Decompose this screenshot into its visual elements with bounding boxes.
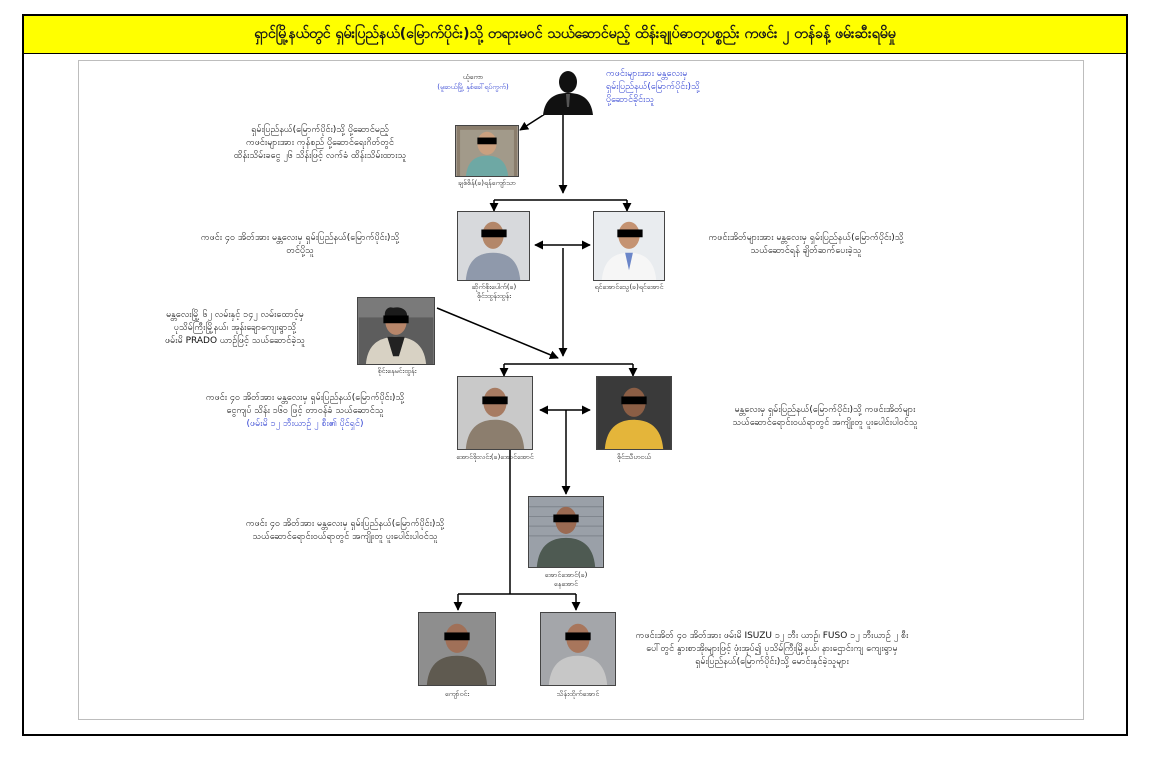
photo-p6 (596, 376, 672, 450)
leader-silhouette (537, 65, 599, 115)
photo-p5 (457, 376, 533, 450)
chart-area (78, 60, 1084, 720)
note-p4: မန္တလေးမြို့ ၆၂ လမ်းနှင့် ၁၄၂ လမ်းထောင့်… (165, 310, 305, 346)
photo-p9 (540, 612, 616, 686)
note-p5: ကဖင်း ၄၀ အိတ်အား မန္တလေးမှ ရှမ်းပြည်နယ်(… (205, 393, 405, 429)
caption-p1: ချစ်စိန်(ခ)ရန်ကျော်သာ (458, 179, 516, 187)
photo-p2 (457, 211, 530, 281)
photo-p1 (455, 125, 519, 177)
note-p6: မန္တလေးမှ ရှမ်းပြည်နယ်(မြောက်ပိုင်း)သို့… (732, 405, 918, 428)
caption-p4: စိုင်းနေမင်းထွန်း (377, 367, 417, 375)
caption-p9: သိန်းထိုက်အောင် (556, 690, 600, 698)
photo-p4 (357, 297, 435, 365)
caption-p8: ကျော်ဝင်း (444, 690, 470, 698)
note-p7: ကဖင်း ၄၀ အိတ်အား မန္တလေးမှ ရှမ်းပြည်နယ်(… (245, 519, 445, 542)
note-p2: ကဖင်း ၄၀ အိတ်အား မန္တလေးမှ ရှမ်းပြည်နယ်(… (200, 233, 400, 256)
note-p1: ရှမ်းပြည်နယ်(မြောက်ပိုင်း)သို့ ပို့ဆောင်… (233, 125, 407, 161)
caption-p7: အောင်အောင်(ခ) နေအောင် (544, 571, 588, 588)
person-silhouette-icon (537, 65, 599, 115)
note-p8-p9: ကဖင်းအိတ် ၄၀ အိတ်အား ဖမ်းမိ ISUZU ၁၂ ဘီး… (635, 631, 909, 667)
title-banner: ရှာင်မြို့နယ်တွင် ရှမ်းပြည်နယ်(မြောက်ပို… (24, 16, 1126, 54)
photo-p3 (593, 211, 665, 281)
caption-p5: အောင်စိုးလင်း(ခ)အောင်အောင် (456, 453, 534, 461)
photo-p7 (528, 496, 604, 568)
leader-caption: ယုံကော (မူဆယ်မြို့ နှစ်ခေါ်ရပ်ကွက်) (437, 73, 509, 91)
caption-p2: ဆိုက်စိုးပေါက်(ခ) စိုင်းထွန်းထွန်း (471, 283, 517, 300)
outer-frame (22, 14, 1128, 736)
diagram-title: ရှာင်မြို့နယ်တွင် ရှမ်းပြည်နယ်(မြောက်ပို… (254, 26, 896, 42)
photo-p8 (418, 612, 496, 686)
note-p3: ကဖင်းအိတ်များအား မန္တလေးမှ ရှမ်းပြည်နယ်(… (708, 233, 904, 256)
caption-p6: စိုင်းသီဟငယ် (617, 453, 651, 461)
caption-p3: ရင်အောင်သွေ(ခ)ရင်အောင် (594, 283, 664, 291)
leader-note: ကဖင်းများအား မန္တလေးမှ ရှမ်းပြည်နယ်(မြော… (606, 69, 700, 105)
